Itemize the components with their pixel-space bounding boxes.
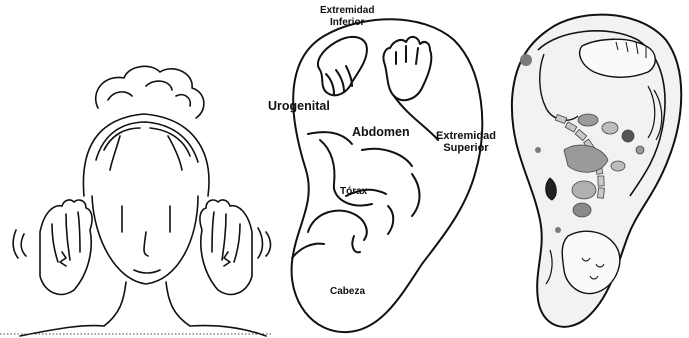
label-cabeza: Cabeza: [330, 286, 365, 298]
label-urogenital: Urogenital: [268, 100, 330, 112]
ear-organ-map: [498, 0, 689, 338]
fetus-drawing: [262, 0, 500, 338]
woman-drawing: [0, 0, 272, 338]
label-abdomen: Abdomen: [352, 126, 410, 138]
woman-ears-illustration: [0, 0, 272, 338]
ear-drawing: [498, 0, 689, 338]
label-torax: Tórax: [340, 186, 367, 198]
